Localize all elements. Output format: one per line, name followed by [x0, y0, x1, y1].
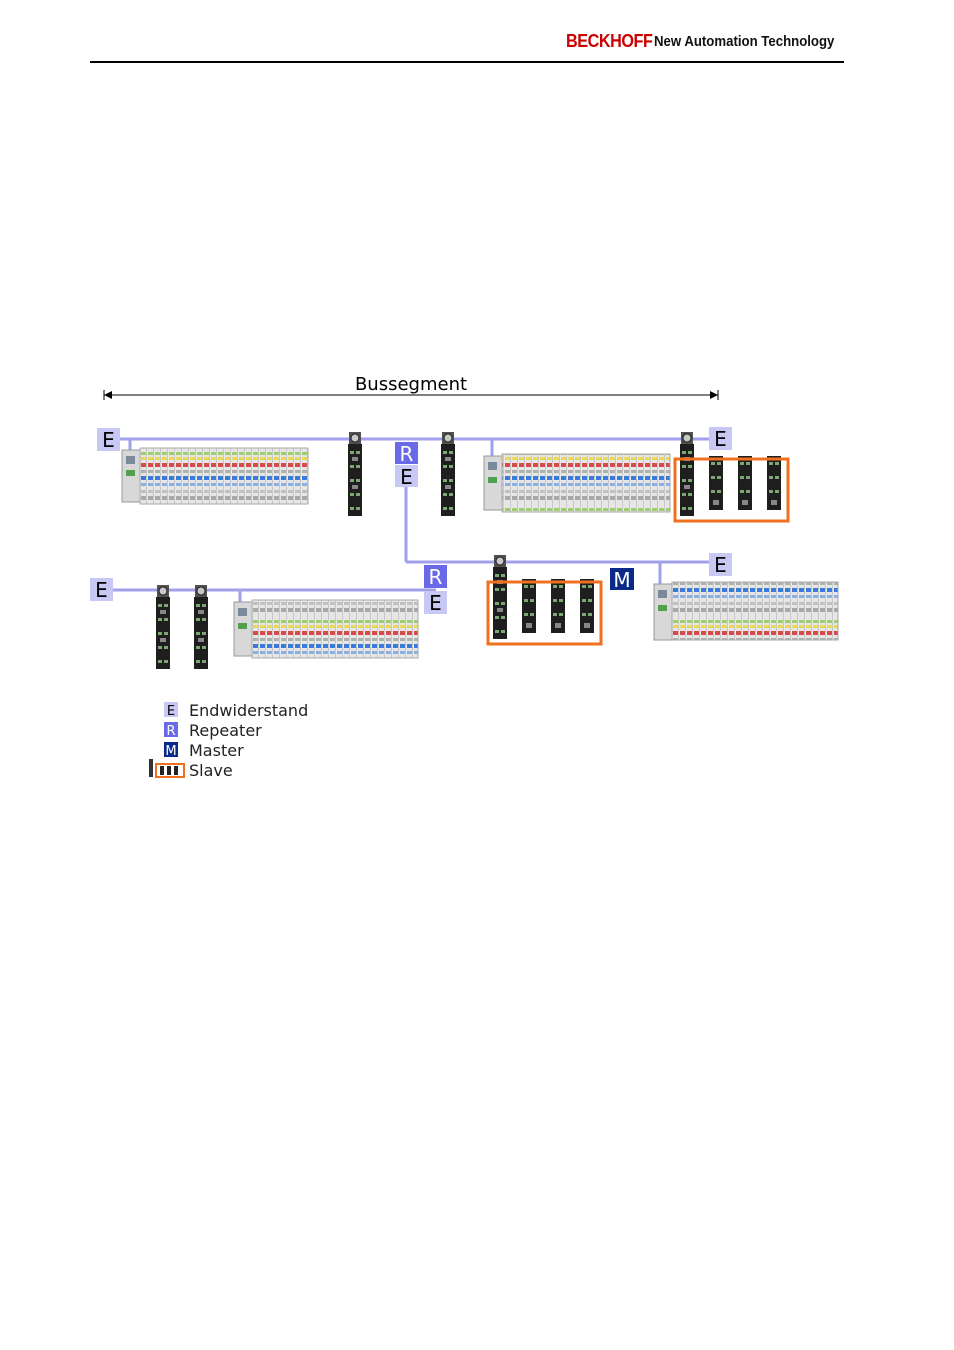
terminal-block-icon: [483, 453, 671, 513]
endwiderstand-node: E: [709, 427, 732, 451]
svg-text:Repeater: Repeater: [189, 721, 262, 740]
svg-text:Endwiderstand: Endwiderstand: [189, 701, 308, 720]
svg-text:E: E: [400, 465, 413, 489]
slave-group-icon: [149, 759, 185, 778]
svg-text:E: E: [429, 591, 442, 615]
svg-text:E: E: [714, 427, 727, 451]
io-box-icon: [155, 584, 171, 670]
endwiderstand-node: E: [97, 428, 120, 452]
slave-group-icon: [673, 431, 790, 523]
endwiderstand-node: E: [424, 591, 447, 615]
svg-text:E: E: [95, 578, 108, 602]
svg-text:E: E: [167, 704, 175, 719]
terminal-block-icon: [233, 599, 419, 659]
svg-text:E: E: [714, 553, 727, 577]
legend-item-master: M Master: [164, 741, 244, 760]
terminal-block-icon: [653, 581, 839, 641]
endwiderstand-node: E: [709, 553, 732, 577]
slave-group-icon: [486, 554, 603, 646]
io-box-icon: [193, 584, 209, 670]
svg-text:M: M: [613, 568, 630, 592]
terminal-block-icon: [121, 447, 309, 505]
io-box-icon: [440, 431, 456, 517]
svg-text:M: M: [165, 744, 176, 759]
bussegment-dimension: Bussegment: [103, 374, 719, 400]
svg-text:Master: Master: [189, 741, 244, 760]
legend-item-endwiderstand: E Endwiderstand: [164, 701, 308, 720]
svg-text:Slave: Slave: [189, 761, 233, 780]
legend-item-slave: Slave: [149, 759, 233, 780]
io-box-icon: [347, 431, 363, 517]
endwiderstand-node: E: [90, 578, 113, 602]
legend-item-repeater: R Repeater: [164, 721, 262, 740]
svg-text:R: R: [429, 565, 443, 589]
legend: E Endwiderstand R Repeater M Master Slav…: [149, 701, 308, 780]
repeater-node: R: [395, 442, 418, 466]
repeater-node: R: [424, 565, 447, 589]
svg-text:R: R: [400, 442, 414, 466]
header-divider: [90, 61, 844, 63]
brand-tagline: New Automation Technology: [654, 33, 835, 50]
svg-text:R: R: [166, 724, 175, 739]
endwiderstand-node: E: [395, 465, 418, 489]
master-node: M: [610, 568, 634, 592]
svg-text:E: E: [102, 428, 115, 452]
bussegment-label: Bussegment: [355, 374, 467, 395]
brand-logo: BECKHOFF: [566, 31, 653, 51]
page-header: BECKHOFF New Automation Technology: [0, 0, 954, 70]
